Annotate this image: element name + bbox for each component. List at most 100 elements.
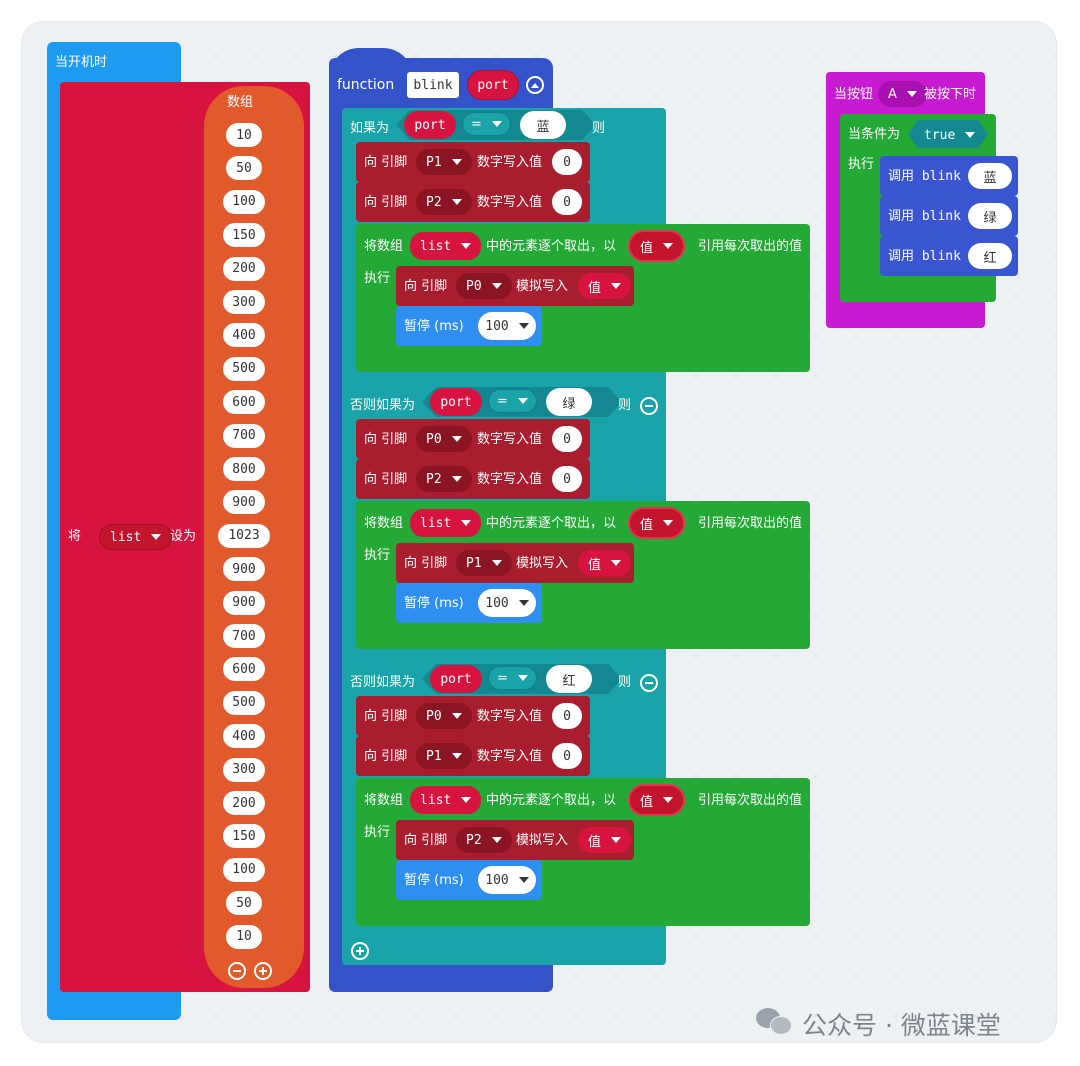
pin-prefix: 向 引脚 <box>364 195 408 210</box>
array-value[interactable]: 50 <box>226 156 262 181</box>
array-value[interactable]: 700 <box>223 423 265 448</box>
array-value[interactable]: 150 <box>223 824 265 849</box>
item-dropdown[interactable]: 值 <box>628 507 686 539</box>
list-dropdown[interactable]: list <box>410 509 482 537</box>
foreach-tail: 引用每次取出的值 <box>698 239 803 254</box>
pin-dropdown[interactable]: P2 <box>456 827 512 853</box>
value-dropdown[interactable]: 值 <box>578 827 632 853</box>
set-label: 将 <box>68 529 82 544</box>
foreach-label: 将数组 <box>364 793 404 808</box>
condition-value[interactable]: 红 <box>546 665 592 693</box>
array-value[interactable]: 1023 <box>218 523 270 548</box>
chevron-down-icon <box>491 560 502 566</box>
array-value[interactable]: 100 <box>223 189 265 214</box>
chevron-down-icon <box>965 132 976 138</box>
array-value[interactable]: 300 <box>223 290 265 314</box>
add-else-icon[interactable] <box>351 942 369 960</box>
operator-value: = <box>497 670 508 686</box>
pin-dropdown[interactable]: P2 <box>416 466 472 492</box>
pause-value-dropdown[interactable]: 100 <box>478 312 536 340</box>
function-param[interactable]: port <box>467 70 519 100</box>
condition-param[interactable]: port <box>430 665 482 693</box>
call-arg[interactable]: 蓝 <box>968 163 1012 189</box>
value-dropdown[interactable]: 值 <box>578 550 632 576</box>
array-value[interactable]: 150 <box>223 223 265 248</box>
digital-value[interactable]: 0 <box>552 426 582 452</box>
array-value[interactable]: 500 <box>223 356 265 381</box>
pin-dropdown[interactable]: P0 <box>456 273 512 299</box>
array-value[interactable]: 200 <box>223 791 265 815</box>
remove-item-icon[interactable] <box>228 962 246 980</box>
array-value[interactable]: 600 <box>223 390 265 415</box>
condition-param[interactable]: port <box>404 111 456 139</box>
action-label: 数字写入值 <box>477 709 543 724</box>
array-value[interactable]: 400 <box>223 323 265 348</box>
chevron-down-icon <box>461 797 472 803</box>
pin-dropdown[interactable]: P2 <box>416 189 472 215</box>
array-value[interactable]: 300 <box>223 757 265 782</box>
digital-write-block[interactable] <box>356 419 590 459</box>
pin-dropdown[interactable]: P1 <box>456 550 512 576</box>
array-value[interactable]: 700 <box>223 624 265 648</box>
value-dropdown[interactable]: 值 <box>578 273 632 299</box>
array-value[interactable]: 10 <box>226 123 262 147</box>
remove-branch-icon[interactable] <box>640 674 658 692</box>
digital-value[interactable]: 0 <box>552 703 582 729</box>
pin-dropdown[interactable]: P0 <box>416 426 472 452</box>
chevron-down-icon <box>906 91 917 97</box>
function-name-field[interactable]: blink <box>407 72 459 98</box>
array-value[interactable]: 800 <box>223 457 265 481</box>
collapse-params-icon[interactable] <box>526 76 544 94</box>
array-value[interactable]: 100 <box>223 857 265 882</box>
digital-write-block[interactable] <box>356 736 590 776</box>
add-item-icon[interactable] <box>254 962 272 980</box>
digital-value[interactable]: 0 <box>552 466 582 492</box>
condition-param[interactable]: port <box>430 388 482 416</box>
button-dropdown[interactable]: A <box>878 81 927 107</box>
condition-dropdown[interactable]: true <box>914 122 985 148</box>
array-value[interactable]: 10 <box>226 924 262 949</box>
pin-dropdown[interactable]: P0 <box>416 703 472 729</box>
function-cap <box>329 48 413 78</box>
array-value[interactable]: 600 <box>223 657 265 682</box>
condition-value[interactable]: 绿 <box>546 388 592 416</box>
chevron-down-icon <box>663 243 674 249</box>
digital-value[interactable]: 0 <box>552 743 582 769</box>
while-label: 当条件为 <box>848 127 901 142</box>
pin-dropdown[interactable]: P1 <box>416 149 472 175</box>
array-value[interactable]: 900 <box>223 557 265 582</box>
operator-dropdown[interactable]: = <box>488 666 537 690</box>
array-value[interactable]: 500 <box>223 690 265 715</box>
item-dropdown[interactable]: 值 <box>628 230 686 262</box>
pause-label: 暂停 (ms) <box>404 596 464 611</box>
action-label: 数字写入值 <box>477 432 543 447</box>
call-arg[interactable]: 绿 <box>968 203 1012 229</box>
wechat-icon <box>756 1006 792 1036</box>
list-dropdown[interactable]: list <box>410 786 482 814</box>
operator-dropdown[interactable]: = <box>488 389 537 413</box>
list-dropdown[interactable]: list <box>410 232 482 260</box>
variable-dropdown[interactable]: list <box>99 524 173 550</box>
condition-value[interactable]: 蓝 <box>520 111 566 139</box>
pause-value-dropdown[interactable]: 100 <box>478 866 536 894</box>
digital-value[interactable]: 0 <box>552 149 582 175</box>
array-value[interactable]: 50 <box>226 891 262 916</box>
digital-write-block[interactable] <box>356 142 590 182</box>
array-value[interactable]: 200 <box>223 256 265 281</box>
array-value[interactable]: 900 <box>223 490 265 515</box>
call-label: 调用 blink <box>888 169 961 184</box>
digital-value[interactable]: 0 <box>552 189 582 215</box>
operator-dropdown[interactable]: = <box>462 112 511 136</box>
digital-write-block[interactable] <box>356 696 590 736</box>
item-dropdown[interactable]: 值 <box>628 784 686 816</box>
button-name: A <box>888 86 897 102</box>
call-arg[interactable]: 红 <box>968 243 1012 269</box>
pin-dropdown[interactable]: P1 <box>416 743 472 769</box>
digital-write-block[interactable] <box>356 182 590 222</box>
pause-value-dropdown[interactable]: 100 <box>478 589 536 617</box>
digital-write-block[interactable] <box>356 459 590 499</box>
array-value[interactable]: 400 <box>223 724 265 749</box>
array-value[interactable]: 900 <box>223 590 265 615</box>
remove-branch-icon[interactable] <box>640 397 658 415</box>
